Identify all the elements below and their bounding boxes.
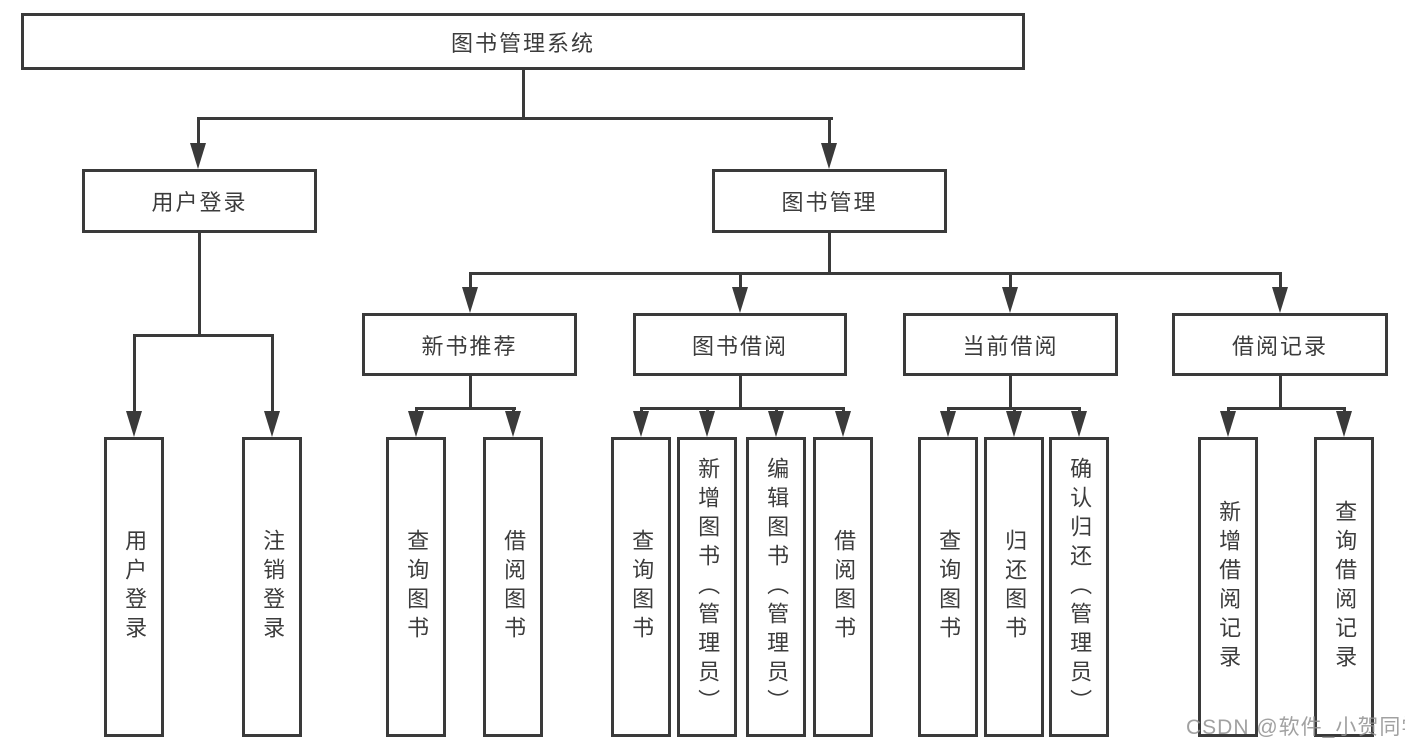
leaf-label: 归还图书 [1002, 529, 1028, 645]
connector-line [198, 233, 201, 335]
leaf-label: 用户登录 [122, 529, 148, 645]
connector-line [469, 376, 472, 409]
connector-line [133, 334, 274, 337]
node-label: 借阅记录 [1231, 333, 1328, 359]
node-current-borrowing: 当前借阅 [903, 313, 1118, 376]
connector-line [1227, 407, 1346, 410]
arrow-down-icon [699, 411, 715, 437]
connector-line [828, 118, 831, 148]
leaf-label: 查询图书 [936, 529, 962, 645]
arrow-down-icon [1272, 287, 1288, 313]
arrow-down-icon [821, 143, 837, 169]
leaf-label: 借阅图书 [501, 529, 527, 645]
connector-line [271, 335, 274, 415]
arrow-down-icon [768, 411, 784, 437]
node-label: 图书借阅 [691, 333, 788, 359]
leaf-current-return-books: 归还图书 [984, 437, 1044, 737]
arrow-down-icon [264, 411, 280, 437]
leaf-label: 编辑图书（管理员） [764, 456, 790, 718]
leaf-label: 注销登录 [260, 529, 286, 645]
leaf-newbook-query-books: 查询图书 [386, 437, 446, 737]
leaf-borrowing-query-books: 查询图书 [611, 437, 671, 737]
connector-line [522, 69, 525, 118]
leaf-current-confirm-return-admin: 确认归还（管理员） [1049, 437, 1109, 737]
arrow-down-icon [505, 411, 521, 437]
leaf-label: 查询图书 [404, 529, 430, 645]
arrow-down-icon [408, 411, 424, 437]
leaf-records-add-record: 新增借阅记录 [1198, 437, 1258, 737]
connector-line [739, 376, 742, 409]
arrow-down-icon [633, 411, 649, 437]
connector-line [739, 273, 742, 291]
connector-line [197, 117, 833, 120]
leaf-borrowing-edit-books-admin: 编辑图书（管理员） [746, 437, 806, 737]
leaf-logout: 注销登录 [242, 437, 302, 737]
leaf-borrowing-add-books-admin: 新增图书（管理员） [677, 437, 737, 737]
connector-line [415, 407, 516, 410]
arrow-down-icon [1002, 287, 1018, 313]
node-label: 用户登录 [151, 190, 248, 215]
csdn-watermark: CSDN @软件_小贺同学 [1186, 716, 1405, 739]
arrow-down-icon [940, 411, 956, 437]
connector-line [640, 407, 845, 410]
connector-line [828, 233, 831, 273]
connector-line [1279, 273, 1282, 291]
leaf-borrowing-borrow-books: 借阅图书 [813, 437, 873, 737]
node-label: 新书推荐 [421, 333, 518, 359]
arrow-down-icon [1006, 411, 1022, 437]
connector-line [1009, 273, 1012, 291]
leaf-label: 借阅图书 [831, 529, 857, 645]
arrow-down-icon [1336, 411, 1352, 437]
connector-line [1279, 376, 1282, 409]
node-book-management: 图书管理 [712, 169, 947, 233]
connector-line [469, 273, 472, 291]
connector-line [1009, 376, 1012, 409]
arrow-down-icon [1220, 411, 1236, 437]
connector-line [469, 272, 1282, 275]
leaf-user-login: 用户登录 [104, 437, 164, 737]
node-library-management-system: 图书管理系统 [21, 13, 1025, 70]
arrow-down-icon [1071, 411, 1087, 437]
arrow-down-icon [126, 411, 142, 437]
leaf-label: 新增图书（管理员） [695, 456, 721, 718]
arrow-down-icon [835, 411, 851, 437]
connector-line [197, 118, 200, 148]
arrow-down-icon [190, 143, 206, 169]
connector-line [133, 335, 136, 415]
leaf-label: 查询借阅记录 [1332, 500, 1358, 674]
leaf-newbook-borrow-books: 借阅图书 [483, 437, 543, 737]
node-label: 图书管理 [781, 190, 878, 215]
node-borrowing-records: 借阅记录 [1172, 313, 1388, 376]
node-label: 图书管理系统 [450, 30, 595, 56]
node-user-login: 用户登录 [82, 169, 317, 233]
arrow-down-icon [732, 287, 748, 313]
leaf-label: 新增借阅记录 [1216, 500, 1242, 674]
leaf-label: 确认归还（管理员） [1067, 456, 1093, 718]
node-book-borrowing: 图书借阅 [633, 313, 847, 376]
leaf-records-query-record: 查询借阅记录 [1314, 437, 1374, 737]
leaf-label: 查询图书 [629, 529, 655, 645]
leaf-current-query-books: 查询图书 [918, 437, 978, 737]
arrow-down-icon [462, 287, 478, 313]
node-new-book-recommend: 新书推荐 [362, 313, 577, 376]
node-label: 当前借阅 [962, 333, 1059, 359]
